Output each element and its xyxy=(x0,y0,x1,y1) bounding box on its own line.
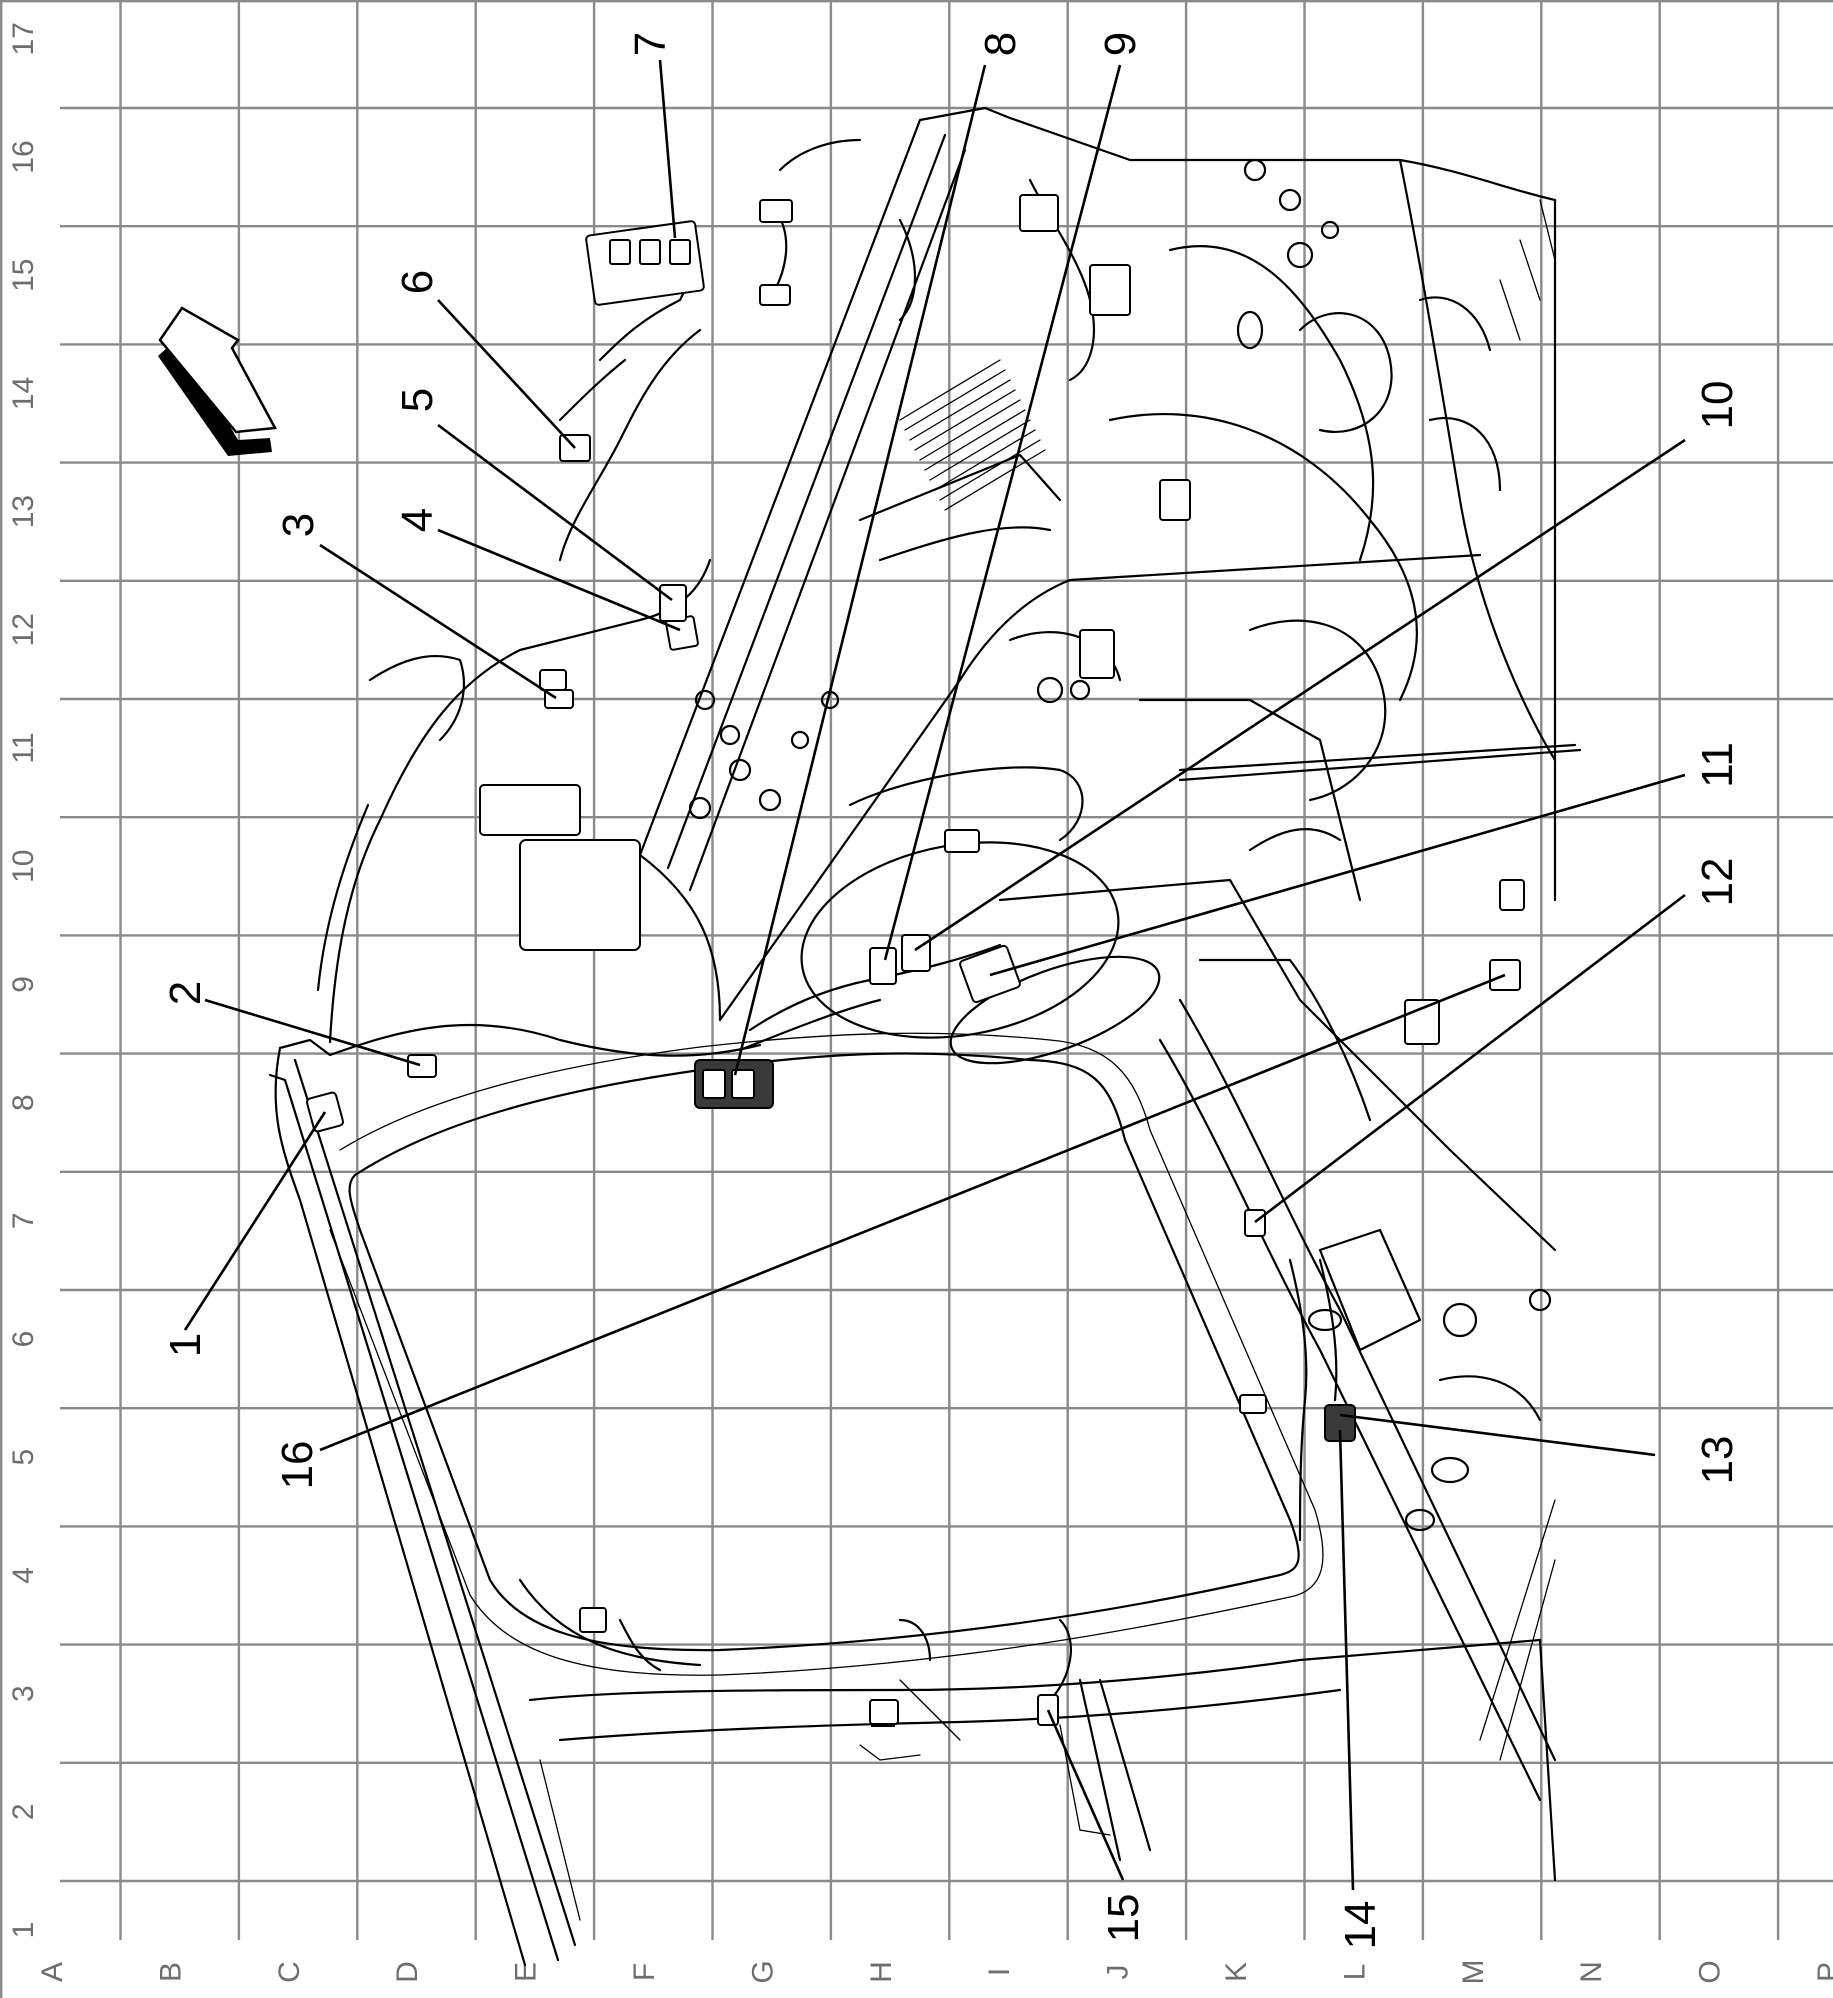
leader-6 xyxy=(437,299,576,449)
connector-b xyxy=(1019,194,1059,232)
body-holes xyxy=(688,158,1552,1532)
window-opening xyxy=(348,1052,1300,1652)
leader-5 xyxy=(437,423,673,602)
grid-column-label: A xyxy=(36,1962,69,1982)
panel-ribs xyxy=(899,359,1046,511)
instrument-panel-beam xyxy=(638,106,1012,857)
grid-column-label: K xyxy=(1220,1962,1253,1982)
leader-9 xyxy=(883,64,1122,961)
grid-row-label: 1 xyxy=(7,1922,40,1939)
leader-13 xyxy=(1339,1413,1656,1457)
leader-3 xyxy=(319,543,557,700)
callout-3: 3 xyxy=(274,513,323,537)
connector-d xyxy=(1159,479,1191,521)
grid-row-label: 16 xyxy=(7,140,40,173)
callout-13: 13 xyxy=(1693,1436,1742,1485)
callout-5: 5 xyxy=(393,388,442,412)
leader-14 xyxy=(1338,1429,1355,1891)
grid-column-label: J xyxy=(1102,1965,1135,1980)
body-outer-edge xyxy=(274,1046,527,1967)
grid-row-label: 14 xyxy=(7,377,40,410)
callout-11: 11 xyxy=(1693,742,1742,788)
grid-row-label: 4 xyxy=(7,1567,40,1584)
grid-row-label: 11 xyxy=(7,732,40,763)
grid-row-label: 10 xyxy=(7,850,40,883)
front-direction-arrow-icon xyxy=(158,306,277,456)
leader-16 xyxy=(319,973,1506,1452)
grid-row-label: 7 xyxy=(7,1212,40,1229)
grid-column-label: O xyxy=(1694,1960,1727,1983)
grid-column-label: L xyxy=(1338,1964,1371,1981)
leader-12 xyxy=(1254,893,1686,1224)
connector-a xyxy=(1404,999,1440,1045)
leader-2 xyxy=(204,998,421,1067)
callout-15: 15 xyxy=(1099,1894,1148,1943)
wiring-harness xyxy=(316,138,1582,1702)
grid-row-label: 15 xyxy=(7,259,40,292)
grid-row-label: 9 xyxy=(7,976,40,993)
connector-10 xyxy=(901,934,931,972)
leader-1 xyxy=(183,1111,327,1331)
connector-c xyxy=(1089,264,1131,316)
grid-row-label: 13 xyxy=(7,495,40,528)
connector-9 xyxy=(869,947,897,985)
grid-column-label: D xyxy=(391,1961,424,1983)
leader-4 xyxy=(437,528,681,632)
grid-column-label: N xyxy=(1575,1961,1608,1983)
leader-8 xyxy=(733,64,987,1076)
grid-column-label: B xyxy=(154,1962,187,1982)
connectors xyxy=(306,194,1525,1726)
grid-row-label: 6 xyxy=(7,1331,40,1348)
grid-row-label: 8 xyxy=(7,1094,40,1111)
callout-7: 7 xyxy=(626,32,675,56)
grid-row-label: 12 xyxy=(7,613,40,646)
steering-column-area xyxy=(949,955,1161,1065)
callout-1: 1 xyxy=(161,1333,210,1357)
front-pillar xyxy=(278,1023,762,1057)
floor-panel xyxy=(1008,116,1557,902)
connector-12 xyxy=(1244,1209,1266,1237)
callout-4: 4 xyxy=(393,508,442,532)
grid-column-label: G xyxy=(746,1960,779,1983)
callout-14: 14 xyxy=(1336,1901,1385,1950)
connector-2 xyxy=(407,1054,437,1078)
grid-row-label: 5 xyxy=(7,1449,40,1466)
vehicle-body-line-art xyxy=(268,106,1582,1967)
callout-10: 10 xyxy=(1693,381,1742,430)
leader-11 xyxy=(989,773,1686,977)
connector-e xyxy=(1079,629,1115,679)
callout-labels: 1 2 3 4 5 6 7 8 9 10 11 12 13 14 15 16 xyxy=(161,32,1742,1950)
grid-row-label: 17 xyxy=(7,22,40,55)
grid-row-label: 2 xyxy=(7,1803,40,1820)
grid-row-label: 3 xyxy=(7,1685,40,1702)
leader-15 xyxy=(1046,1709,1125,1881)
grid-column-label: E xyxy=(510,1962,543,1982)
callout-12: 12 xyxy=(1693,858,1742,907)
grid-column-label: I xyxy=(983,1968,1016,1976)
leader-7 xyxy=(658,59,677,239)
connector-5 xyxy=(659,584,687,622)
callout-6: 6 xyxy=(393,270,442,294)
module-box xyxy=(519,839,641,951)
callout-8: 8 xyxy=(976,32,1025,56)
callout-leaders xyxy=(183,59,1686,1891)
grid-column-label: F xyxy=(628,1963,661,1981)
bracket xyxy=(479,784,581,836)
grid-column-label: H xyxy=(865,1961,898,1983)
callout-9: 9 xyxy=(1096,32,1145,56)
callout-2: 2 xyxy=(161,981,210,1005)
leader-10 xyxy=(914,438,1686,952)
callout-16: 16 xyxy=(273,1441,322,1490)
grid-column-label: P xyxy=(1812,1962,1833,1982)
grid-column-label: C xyxy=(273,1961,306,1983)
grid-column-label: M xyxy=(1457,1960,1490,1985)
